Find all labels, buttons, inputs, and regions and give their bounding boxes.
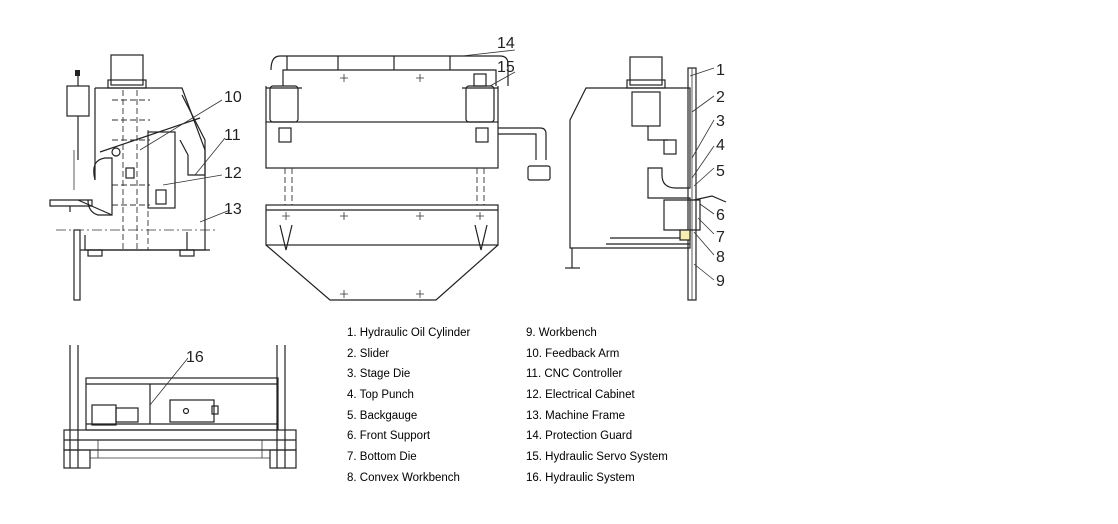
callout-11: 11 (224, 127, 241, 144)
legend-item-10: 10. Feedback Arm (526, 347, 620, 360)
legend-item-7: 7. Bottom Die (347, 451, 417, 464)
legend-item-8: 8. Convex Workbench (347, 471, 460, 484)
front-view (265, 49, 551, 301)
legend-right-column: 9. Workbench 10. Feedback Arm 11. CNC Co… (526, 323, 668, 489)
legend-item-6: 6. Front Support (347, 430, 431, 443)
legend-item-13: 13. Machine Frame (526, 409, 626, 422)
side-view-left (49, 54, 231, 301)
legend-item-2: 2. Slider (347, 347, 390, 360)
top-view (63, 345, 297, 469)
legend-item-1: 1. Hydraulic Oil Cylinder (347, 327, 471, 339)
legend-item-4: 4. Top Punch (347, 389, 414, 402)
callout-4: 4 (716, 137, 725, 154)
legend-item-9: 9. Workbench (526, 327, 597, 339)
callout-9: 9 (716, 273, 725, 290)
callout-1: 1 (716, 62, 725, 79)
side-view-right (565, 56, 727, 301)
legend-item-16: 16. Hydraulic System (526, 471, 635, 484)
legend-item-15: 15. Hydraulic Servo System (526, 451, 668, 464)
callout-numbers: 1 2 3 4 5 6 7 8 9 10 11 12 13 14 15 16 (186, 35, 725, 366)
callout-6: 6 (716, 207, 725, 224)
legend-item-12: 12. Electrical Cabinet (526, 389, 635, 402)
legend-item-14: 14. Protection Guard (526, 430, 633, 443)
callout-16: 16 (186, 349, 204, 366)
callout-5: 5 (716, 163, 725, 180)
callout-14: 14 (497, 35, 515, 52)
callout-2: 2 (716, 89, 725, 106)
callout-10: 10 (224, 89, 242, 106)
legend-item-5: 5. Backgauge (347, 409, 418, 422)
callout-12: 12 (224, 165, 242, 182)
legend-item-11: 11. CNC Controller (526, 368, 623, 381)
callout-15: 15 (497, 59, 515, 76)
legend-item-3: 3. Stage Die (347, 368, 411, 381)
callout-8: 8 (716, 249, 725, 266)
callout-7: 7 (716, 229, 725, 246)
callout-13: 13 (224, 201, 242, 218)
legend-left-column: 1. Hydraulic Oil Cylinder 2. Slider 3. S… (347, 323, 470, 489)
callout-3: 3 (716, 113, 725, 130)
